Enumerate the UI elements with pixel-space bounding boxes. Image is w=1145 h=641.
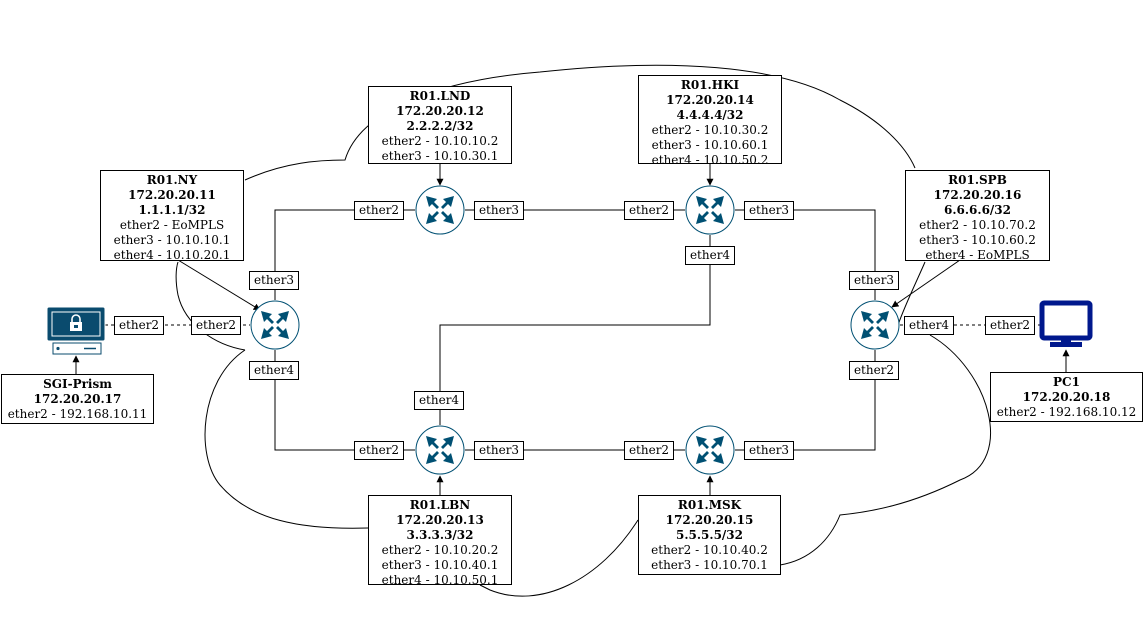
router-icon-spb[interactable] [850, 300, 900, 350]
node-mgmt-ip: 172.20.20.17 [33, 392, 122, 406]
port-label-spb-ether3[interactable]: ether3 [849, 271, 899, 290]
port-label-lbn-ether3[interactable]: ether3 [474, 441, 524, 460]
port-label-lbn-ether2[interactable]: ether2 [354, 441, 404, 460]
node-label-lnd[interactable]: R01.LND 172.20.20.12 2.2.2.2/32 ether2 -… [368, 86, 512, 164]
node-name: R01.MSK [677, 498, 742, 512]
port-label-ny-ether4[interactable]: ether4 [249, 361, 299, 380]
node-interface: ether2 - 10.10.70.2 [919, 218, 1036, 232]
router-icon-msk[interactable] [685, 425, 735, 475]
node-interface: ether4 - EoMPLS [925, 248, 1030, 262]
node-name: SGI-Prism [43, 377, 112, 391]
port-label-hki-ether3[interactable]: ether3 [744, 201, 794, 220]
node-loopback: 1.1.1.1/32 [138, 203, 206, 217]
arrow-ny [177, 259, 261, 311]
node-mgmt-ip: 172.20.20.15 [665, 513, 754, 527]
node-mgmt-ip: 172.20.20.14 [666, 93, 754, 107]
label-arrows [72, 164, 1070, 496]
port-label-hki-ether4[interactable]: ether4 [685, 246, 735, 265]
port-label-ny-ether3[interactable]: ether3 [249, 271, 299, 290]
node-label-ny[interactable]: R01.NY 172.20.20.11 1.1.1.1/32 ether2 - … [100, 170, 244, 262]
port-label-lbn-ether4[interactable]: ether4 [414, 391, 464, 410]
node-loopback: 2.2.2.2/32 [406, 119, 474, 133]
arrow-spb [891, 259, 961, 308]
node-interface: ether2 - 192.168.10.11 [7, 407, 148, 421]
port-label-msk-ether2[interactable]: ether2 [624, 441, 674, 460]
node-loopback: 4.4.4.4/32 [676, 108, 744, 122]
node-name: PC1 [1053, 375, 1080, 389]
node-label-spb[interactable]: R01.SPB 172.20.20.16 6.6.6.6/32 ether2 -… [905, 170, 1050, 262]
node-loopback: 3.3.3.3/32 [406, 528, 474, 542]
node-interface: ether3 - 10.10.60.1 [651, 138, 769, 152]
node-label-lbn[interactable]: R01.LBN 172.20.20.13 3.3.3.3/32 ether2 -… [368, 495, 512, 587]
node-name: R01.NY [146, 173, 198, 187]
link-lbn-hki [439, 235, 711, 425]
node-interface: ether4 - 10.10.20.1 [113, 248, 231, 262]
node-interface: ether2 - 10.10.40.2 [651, 543, 768, 557]
node-interface: ether3 - 10.10.30.1 [381, 149, 499, 163]
port-label-pc1-ether2[interactable]: ether2 [985, 316, 1035, 335]
monitor-icon[interactable] [1039, 300, 1093, 347]
node-interface: ether4 - 10.10.50.1 [381, 573, 499, 587]
router-icon-lbn[interactable] [415, 425, 465, 475]
node-interface: ether3 - 10.10.10.1 [113, 233, 231, 247]
node-name: R01.LBN [409, 498, 471, 512]
port-label-spb-ether2[interactable]: ether2 [849, 361, 899, 380]
node-mgmt-ip: 172.20.20.16 [933, 188, 1022, 202]
node-interface: ether2 - 10.10.10.2 [381, 134, 499, 148]
node-mgmt-ip: 172.20.20.18 [1022, 390, 1111, 404]
node-interface: ether3 - 10.10.60.2 [919, 233, 1036, 247]
node-name: R01.LND [409, 89, 471, 103]
node-interface: ether4 - 10.10.50.2 [651, 153, 769, 167]
node-interface: ether2 - EoMPLS [119, 218, 225, 232]
locked-server-icon[interactable] [46, 306, 106, 355]
node-interface: ether2 - 10.10.30.2 [651, 123, 769, 137]
node-label-pc1[interactable]: PC1 172.20.20.18 ether2 - 192.168.10.12 [990, 372, 1143, 422]
node-mgmt-ip: 172.20.20.12 [396, 104, 484, 118]
link-lines [105, 209, 1040, 451]
node-name: R01.HKI [680, 78, 740, 92]
port-label-lnd-ether3[interactable]: ether3 [474, 201, 524, 220]
node-interface: ether3 - 10.10.70.1 [651, 558, 768, 572]
port-label-hki-ether2[interactable]: ether2 [624, 201, 674, 220]
port-label-lnd-ether2[interactable]: ether2 [354, 201, 404, 220]
node-mgmt-ip: 172.20.20.11 [128, 188, 216, 202]
node-interface: ether2 - 10.10.20.2 [381, 543, 499, 557]
node-interface: ether3 - 10.10.40.1 [381, 558, 499, 572]
router-icon-ny[interactable] [250, 300, 300, 350]
node-label-msk[interactable]: R01.MSK 172.20.20.15 5.5.5.5/32 ether2 -… [638, 495, 781, 575]
node-label-hki[interactable]: R01.HKI 172.20.20.14 4.4.4.4/32 ether2 -… [638, 75, 782, 167]
node-mgmt-ip: 172.20.20.13 [396, 513, 484, 527]
node-name: R01.SPB [948, 173, 1007, 187]
node-loopback: 6.6.6.6/32 [943, 203, 1011, 217]
port-label-ny-ether2[interactable]: ether2 [191, 316, 241, 335]
node-interface: ether2 - 192.168.10.12 [996, 405, 1137, 419]
router-icon-lnd[interactable] [415, 185, 465, 235]
node-label-sgi-prism[interactable]: SGI-Prism 172.20.20.17 ether2 - 192.168.… [1, 374, 154, 424]
router-icon-hki[interactable] [685, 185, 735, 235]
node-loopback: 5.5.5.5/32 [675, 528, 743, 542]
port-label-spb-ether4[interactable]: ether4 [904, 316, 954, 335]
port-label-sgi-ether2[interactable]: ether2 [114, 316, 164, 335]
port-label-msk-ether3[interactable]: ether3 [744, 441, 794, 460]
